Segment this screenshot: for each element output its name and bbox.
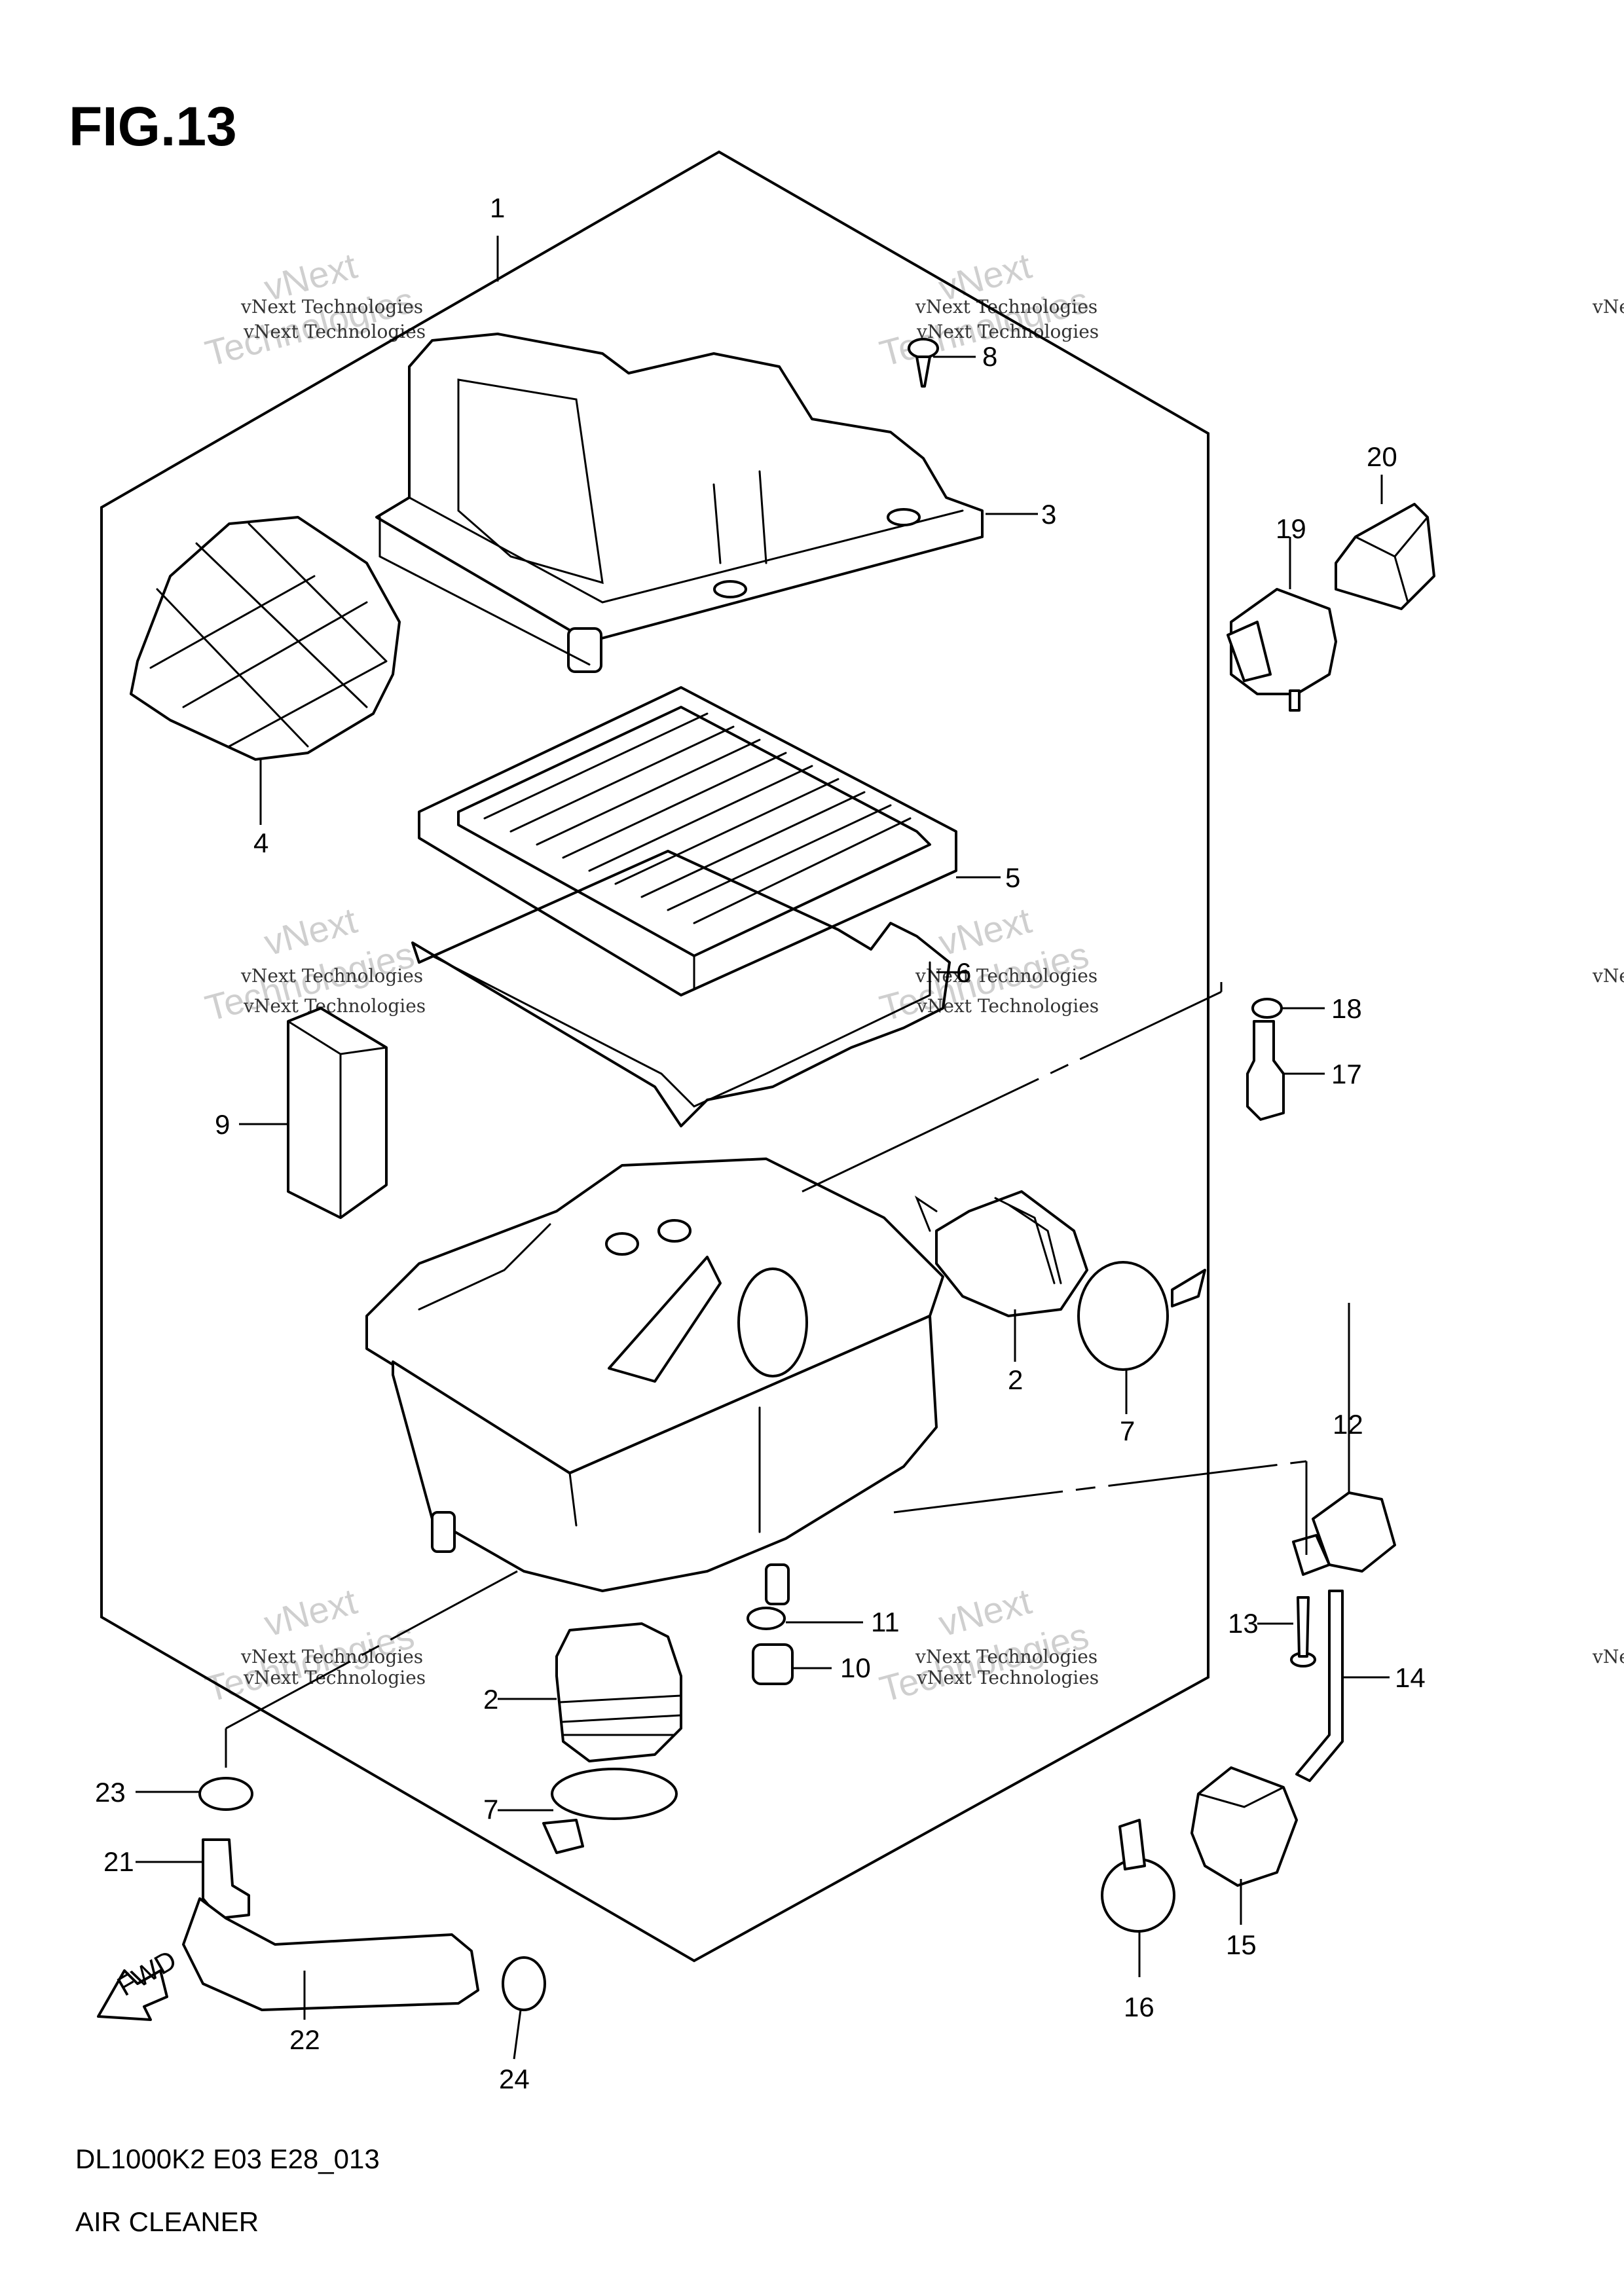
callout-16: 16 bbox=[1124, 1992, 1154, 2022]
hose-clamp-upper bbox=[1077, 1261, 1206, 1371]
screw-13 bbox=[1290, 1596, 1316, 1667]
watermark-text: vNext Technologies bbox=[916, 995, 1099, 1017]
washer-18 bbox=[1251, 998, 1283, 1019]
hose-14 bbox=[1295, 1590, 1344, 1782]
connector-12 bbox=[1292, 1491, 1396, 1576]
callout-2: 2 bbox=[1008, 1364, 1023, 1395]
callout-14: 14 bbox=[1395, 1662, 1426, 1693]
callout-3: 3 bbox=[1041, 499, 1056, 530]
callout-7b: 7 bbox=[483, 1794, 498, 1825]
watermark-text: vNext Technologies bbox=[240, 965, 423, 987]
callout-2b: 2 bbox=[483, 1684, 498, 1715]
callout-11: 11 bbox=[871, 1607, 900, 1637]
bracket-clamp-16 bbox=[1101, 1819, 1175, 1933]
filter-seal bbox=[411, 850, 951, 1127]
hose-clamp-lower bbox=[542, 1768, 678, 1854]
watermark-text: vNext Technologies bbox=[916, 321, 1099, 342]
watermark-text: vNext Technologies bbox=[915, 965, 1098, 987]
callout-21: 21 bbox=[103, 1846, 134, 1877]
callout-12: 12 bbox=[1333, 1409, 1363, 1440]
plug-10 bbox=[752, 1643, 794, 1685]
intake-boot-upper bbox=[914, 1190, 1088, 1317]
clamp-23 bbox=[198, 1777, 253, 1811]
callout-9: 9 bbox=[215, 1109, 230, 1140]
callout-6: 6 bbox=[956, 957, 971, 988]
watermark-text: vNext Technologies bbox=[243, 995, 426, 1017]
air-cleaner-case bbox=[365, 1157, 944, 1605]
temp-sensor-17 bbox=[1246, 1020, 1285, 1121]
callout-15: 15 bbox=[1226, 1929, 1257, 1960]
figure-title: FIG.13 bbox=[69, 96, 237, 157]
clamp-24 bbox=[502, 1956, 546, 2011]
watermark-text: vNext Technologies bbox=[240, 1646, 423, 1667]
watermark-text: vNext Technologies bbox=[240, 296, 423, 318]
air-cleaner-cap bbox=[375, 333, 984, 673]
watermark-text: vNext Technologies bbox=[916, 1667, 1099, 1688]
intake-boot-lower bbox=[555, 1622, 682, 1762]
dashed-leader bbox=[225, 1570, 518, 1730]
callout-7: 7 bbox=[1120, 1415, 1135, 1446]
diagram-name: AIR CLEANER bbox=[75, 2206, 259, 2237]
callout-1: 1 bbox=[490, 192, 505, 223]
solenoid-15 bbox=[1190, 1766, 1298, 1887]
callout-labels: 1 8 3 20 19 4 5 6 18 17 9 2 7 12 11 10 1… bbox=[95, 192, 1426, 2094]
dashed-leader bbox=[893, 1460, 1307, 1514]
dashed-leader bbox=[802, 991, 1222, 1193]
callout-leaders bbox=[136, 236, 1390, 2060]
callout-13: 13 bbox=[1228, 1608, 1259, 1639]
watermark-text: vNext Technologies bbox=[1592, 965, 1624, 987]
foam-block bbox=[287, 1007, 388, 1219]
callout-23: 23 bbox=[95, 1777, 126, 1808]
callout-18: 18 bbox=[1331, 993, 1362, 1024]
watermark-text: vNext Technologies bbox=[915, 1646, 1098, 1667]
washer-11 bbox=[747, 1607, 786, 1630]
filter-element bbox=[418, 686, 957, 996]
intake-funnel bbox=[130, 516, 401, 761]
callout-10: 10 bbox=[840, 1652, 871, 1683]
connector-cover-20 bbox=[1335, 503, 1435, 610]
callout-19: 19 bbox=[1276, 513, 1306, 544]
callout-5: 5 bbox=[1005, 862, 1020, 893]
watermark-text: vNext Technologies bbox=[1592, 296, 1624, 318]
drain-hose-22 bbox=[182, 1897, 479, 2011]
watermark-text: vNext Technologies bbox=[1592, 1646, 1624, 1667]
watermark-text: vNext Technologies bbox=[243, 321, 426, 342]
fwd-arrow-icon: FWD bbox=[97, 1944, 181, 2021]
screw-8 bbox=[908, 338, 939, 388]
watermark-text: vNext Technologies bbox=[915, 296, 1098, 318]
callout-8: 8 bbox=[982, 341, 997, 372]
connector-19 bbox=[1227, 588, 1337, 712]
callout-20: 20 bbox=[1367, 441, 1397, 472]
diagram-code: DL1000K2 E03 E28_013 bbox=[75, 2143, 380, 2174]
callout-24: 24 bbox=[499, 2064, 530, 2094]
assembly-outline bbox=[100, 150, 1209, 1963]
callout-17: 17 bbox=[1331, 1059, 1362, 1089]
callout-22: 22 bbox=[289, 2024, 320, 2055]
callout-4: 4 bbox=[253, 828, 268, 858]
